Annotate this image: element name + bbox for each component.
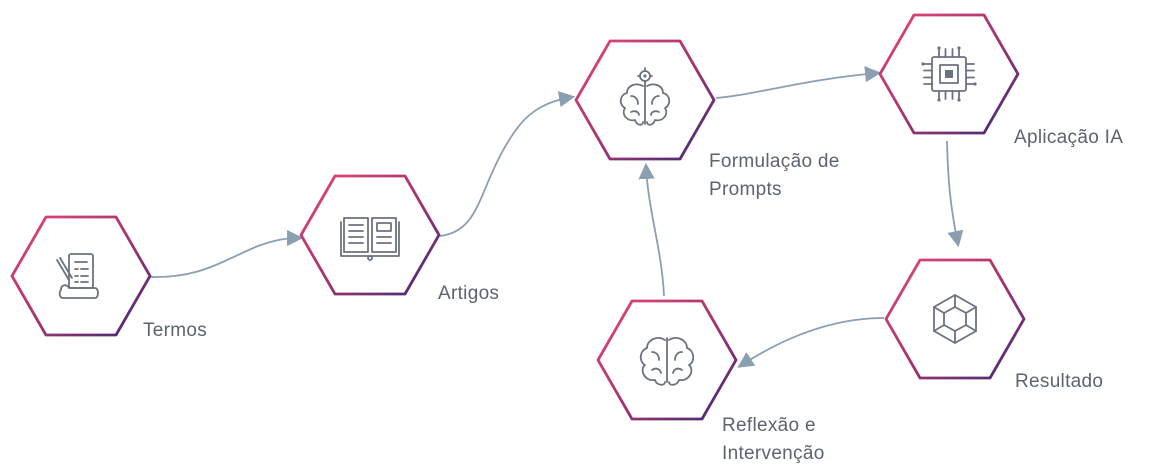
edge-aplicacao-resultado bbox=[946, 140, 964, 248]
label-resultado: Resultado bbox=[1015, 371, 1103, 392]
node-formulacao[interactable]: Formulação de Prompts bbox=[574, 39, 845, 200]
open-book-icon bbox=[340, 217, 400, 261]
brain-icon bbox=[639, 337, 695, 386]
hexagon-resultado bbox=[884, 258, 1026, 380]
label-aplicacao: Aplicação IA bbox=[1014, 127, 1123, 148]
label-termos: Termos bbox=[143, 320, 207, 341]
label-reflexao-line-1: Reflexão e bbox=[722, 415, 816, 436]
document-checklist-icon bbox=[56, 253, 99, 299]
label-formulacao-line-2: Prompts bbox=[709, 179, 782, 200]
connectors bbox=[149, 66, 964, 368]
node-aplicacao[interactable]: Aplicação IA bbox=[878, 13, 1123, 148]
edge-resultado-reflexao bbox=[737, 317, 885, 368]
node-artigos[interactable]: Artigos bbox=[299, 174, 499, 304]
hexagon-artigos bbox=[299, 174, 441, 296]
label-formulacao-line-1: Formulação de bbox=[709, 151, 840, 172]
edge-artigos-formulacao bbox=[439, 91, 576, 237]
label-artigos: Artigos bbox=[438, 283, 499, 304]
label-reflexao: Reflexão e Intervenção bbox=[722, 415, 825, 464]
node-reflexao[interactable]: Reflexão e Intervenção bbox=[596, 299, 825, 464]
edge-termos-artigos bbox=[149, 229, 304, 278]
edge-formulacao-aplicacao bbox=[715, 66, 882, 99]
node-termos[interactable]: Termos bbox=[10, 215, 207, 341]
cpu-chip-icon bbox=[921, 46, 977, 102]
edge-reflexao-formulacao bbox=[638, 162, 665, 297]
label-formulacao: Formulação de Prompts bbox=[709, 151, 845, 200]
cube-icon bbox=[933, 294, 977, 344]
node-resultado[interactable]: Resultado bbox=[884, 258, 1103, 392]
label-reflexao-line-2: Intervenção bbox=[722, 443, 825, 464]
brain-gear-icon bbox=[619, 67, 671, 126]
